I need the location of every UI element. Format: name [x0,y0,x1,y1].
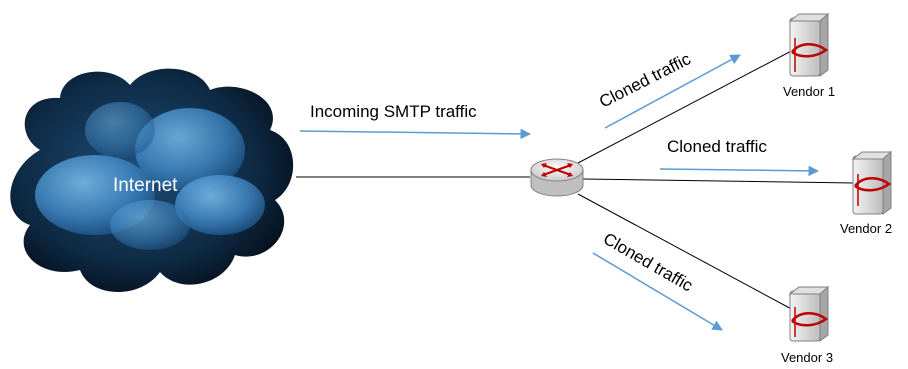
vendor-2-label: Vendor 2 [840,221,892,236]
cloud-label: Internet [113,175,178,196]
incoming-arrow [299,128,532,140]
cloned-arrow-3 [592,252,723,331]
incoming-traffic-label: Incoming SMTP traffic [310,102,477,121]
cloud-icon [10,68,294,293]
cloned-traffic-label-1: Cloned traffic [596,49,694,111]
router-icon [530,158,584,197]
cloned-traffic-label-2: Cloned traffic [667,137,767,156]
server-icon [788,12,830,77]
link-router-vendor-3 [577,193,798,313]
cloned-arrow-2 [659,165,820,177]
vendor-1-label: Vendor 1 [783,84,835,99]
link-router-vendor-2 [582,178,856,184]
server-icon [788,285,830,342]
server-icon [851,150,893,215]
vendor-3-label: Vendor 3 [781,350,833,365]
link-router-vendor-1 [577,47,798,164]
cloned-arrow-1 [604,54,741,129]
